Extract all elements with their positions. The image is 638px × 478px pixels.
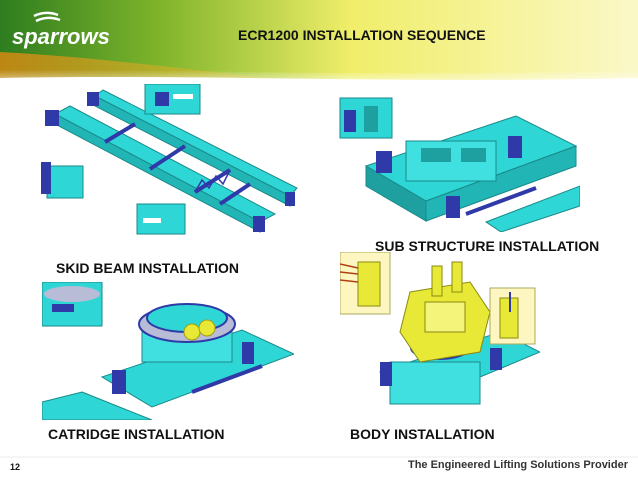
sub-structure-illustration [339,97,580,232]
caption-catridge: CATRIDGE INSTALLATION [48,426,225,442]
caption-skid-beam: SKID BEAM INSTALLATION [56,260,240,276]
brand-logo: sparrows [12,24,110,49]
slide-number: 12 [10,462,21,472]
caption-body: BODY INSTALLATION [350,426,495,442]
footer-tagline: The Engineered Lifting Solutions Provide… [407,459,628,471]
slide-title: ECR1200 INSTALLATION SEQUENCE [238,27,486,43]
skid-beam-illustration [41,84,298,235]
caption-sub-structure: SUB STRUCTURE INSTALLATION [375,238,600,254]
footer-divider [0,456,638,458]
logo-swoosh-icon [33,11,61,23]
body-illustration [340,252,540,405]
catridge-illustration [42,282,294,420]
